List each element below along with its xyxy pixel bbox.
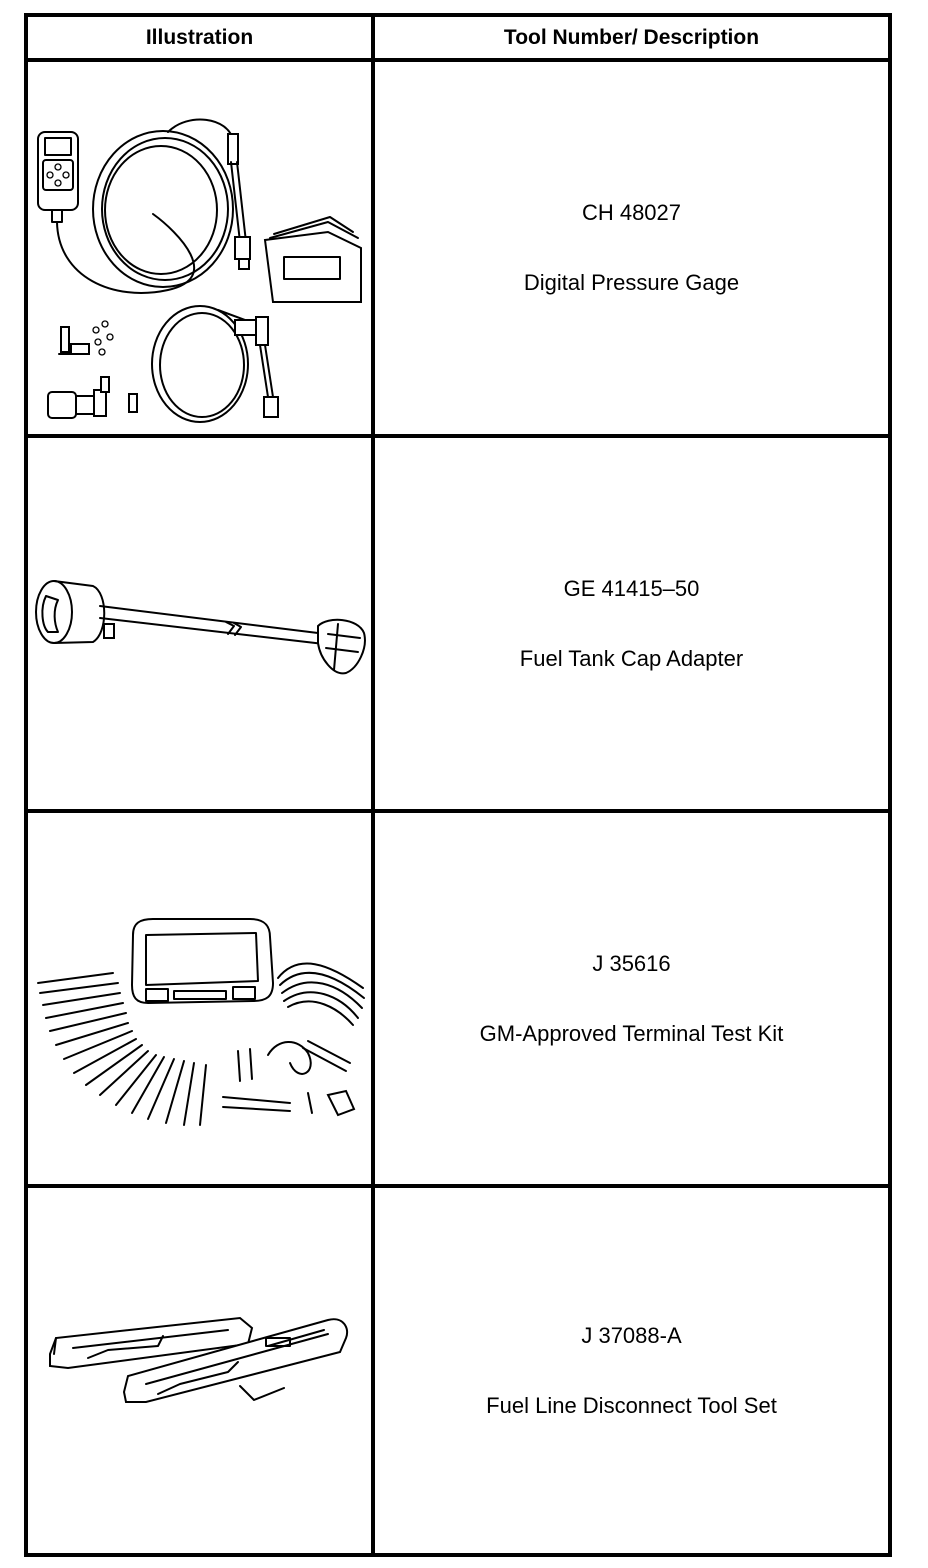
- header-illustration: Illustration: [145, 25, 254, 49]
- table-row: CH 48027 Digital Pressure Gage: [28, 62, 888, 438]
- table-row: J 37088-A Fuel Line Disconnect Tool Set: [28, 1188, 888, 1553]
- column-divider: [371, 17, 375, 1553]
- table-row: J 35616 GM-Approved Terminal Test Kit: [28, 813, 888, 1188]
- tool-number: CH 48027: [581, 200, 682, 225]
- tool-description: Fuel Line Disconnect Tool Set: [486, 1392, 777, 1418]
- tool-description: Digital Pressure Gage: [523, 270, 740, 295]
- tool-number: J 37088-A: [581, 1322, 682, 1348]
- tool-number: J 35616: [592, 950, 671, 976]
- table-header: Illustration Tool Number/ Description: [28, 17, 888, 62]
- table-row: GE 41415–50 Fuel Tank Cap Adapter: [28, 438, 888, 813]
- terminal-test-kit-icon: [28, 813, 371, 1184]
- tools-table: Illustration Tool Number/ Description: [24, 13, 892, 1557]
- tool-number: GE 41415–50: [563, 575, 700, 601]
- fuel-tank-cap-adapter-icon: [28, 438, 371, 809]
- digital-pressure-gage-icon: [28, 62, 371, 434]
- header-tool-description: Tool Number/ Description: [503, 25, 760, 49]
- tool-description: GM-Approved Terminal Test Kit: [479, 1020, 784, 1046]
- tool-description: Fuel Tank Cap Adapter: [519, 645, 744, 671]
- fuel-line-disconnect-tool-icon: [28, 1188, 371, 1553]
